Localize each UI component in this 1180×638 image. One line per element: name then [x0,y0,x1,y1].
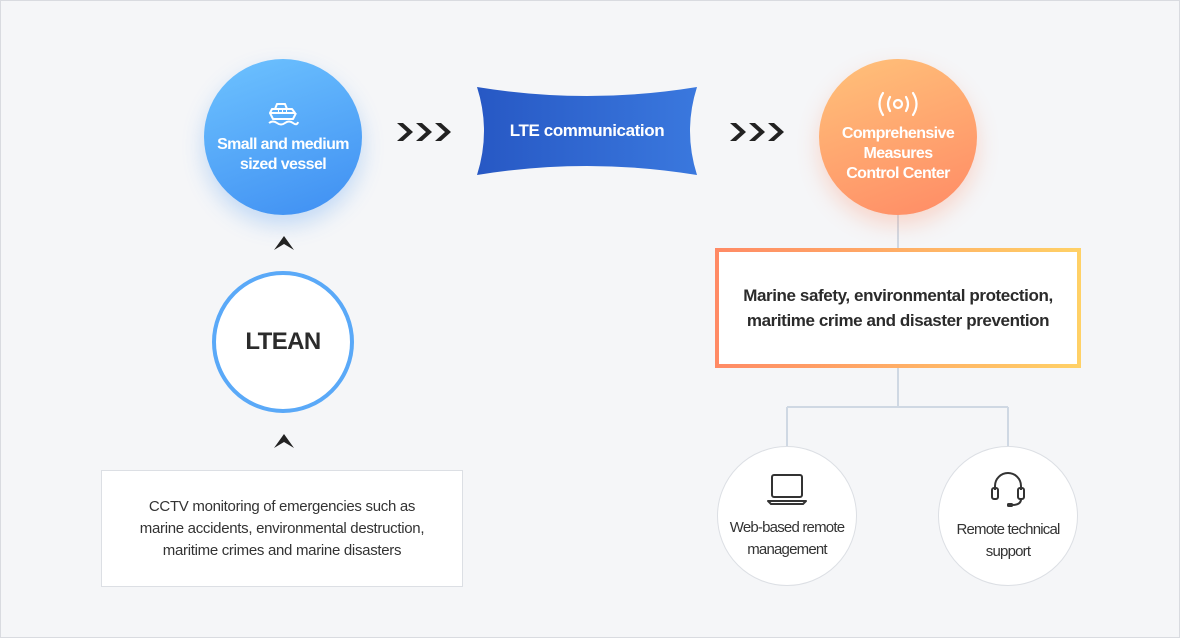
remote-support-node: Remote technical support [938,446,1078,586]
signal-broadcast-icon [872,91,924,122]
vessel-label-line2: sized vessel [239,155,327,173]
flow-arrows-right [730,123,784,141]
purpose-box: Marine safety, environmental protection,… [715,248,1081,368]
control-label-line1: Comprehensive [841,124,955,142]
web-label-line2: management [747,540,827,558]
lte-label: LTE communication [509,121,665,140]
remote-label-line1: Remote technical [956,520,1060,538]
vessel-label-line1: Small and medium [217,135,349,153]
web-label-line1: Web-based remote [729,518,845,536]
control-label-line2: Measures [863,144,933,162]
vessel-node: Small and medium sized vessel [204,59,362,215]
lte-node: LTE communication [477,87,697,175]
cctv-line1: CCTV monitoring of emergencies such as [148,497,416,515]
control-label-line3: Control Center [846,164,950,182]
purpose-line2: maritime crime and disaster prevention [746,311,1050,330]
web-management-node: Web-based remote management [717,446,857,586]
ship-icon [267,100,299,131]
ltean-node: LTEAN [212,271,354,413]
headset-icon [988,470,1028,513]
cctv-line2: marine accidents, environmental destruct… [139,519,425,537]
purpose-line1: Marine safety, environmental protection, [743,286,1053,305]
laptop-icon [766,472,808,511]
control-center-node: Comprehensive Measures Control Center [819,59,977,215]
ltean-label: LTEAN [245,328,321,355]
up-arrow-lower [274,434,294,448]
cctv-description-box: CCTV monitoring of emergencies such as m… [101,470,463,587]
remote-label-line2: support [985,542,1031,560]
up-arrow-upper [274,236,294,250]
cctv-line3: maritime crimes and marine disasters [162,541,402,559]
flow-arrows-left [397,123,451,141]
